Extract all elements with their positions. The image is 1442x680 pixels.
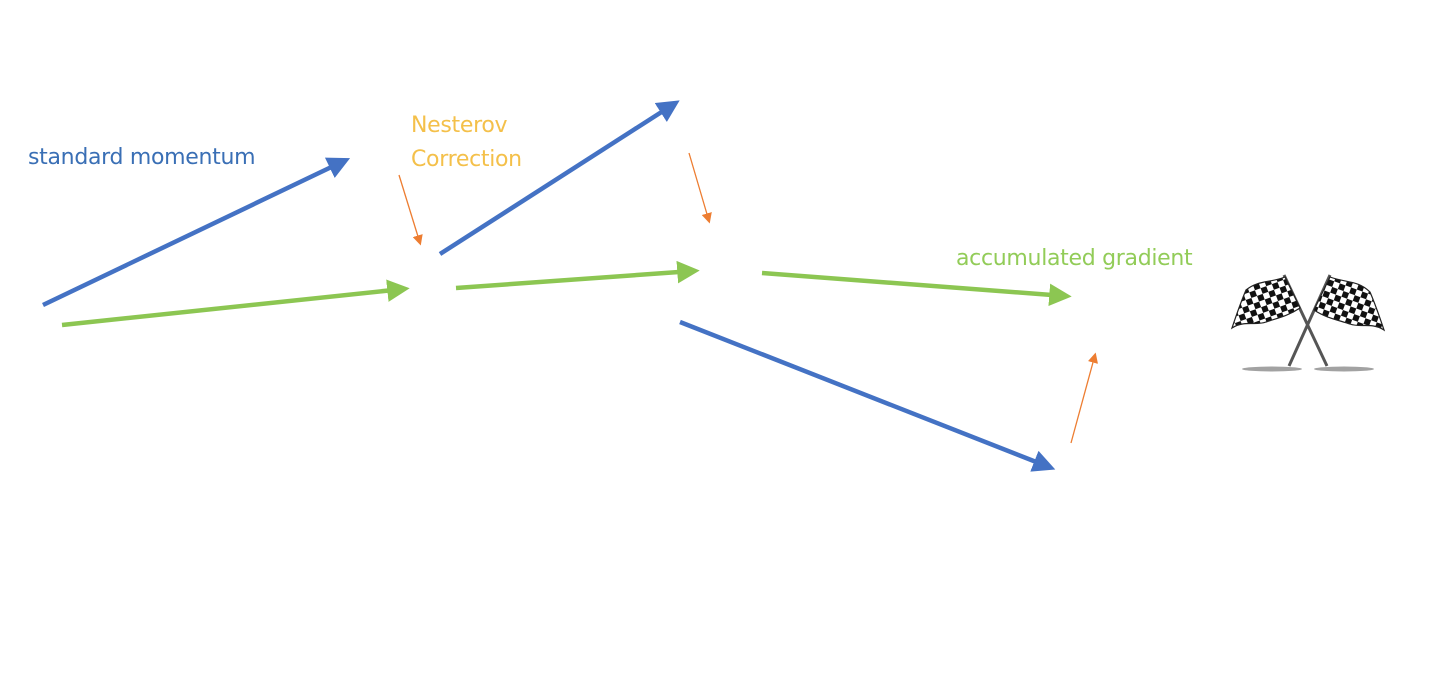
nesterov-correction-label-line2: Correction xyxy=(411,147,522,172)
gradient-arrow-3 xyxy=(761,270,1072,307)
gradient-arrow-2 xyxy=(455,260,700,291)
gradient-arrow-1 xyxy=(61,279,410,328)
momentum-arrows xyxy=(42,100,1056,472)
momentum-arrow-3 xyxy=(679,319,1056,472)
correction-arrow-3 xyxy=(1070,352,1098,444)
correction-arrow-1 xyxy=(398,174,423,246)
accumulated-gradient-label: accumulated gradient xyxy=(956,246,1193,271)
checkered-flags-icon xyxy=(1230,274,1386,372)
standard-momentum-label: standard momentum xyxy=(28,145,256,170)
gradient-arrows xyxy=(61,260,1072,328)
nesterov-correction-label-line1: Nesterov xyxy=(411,113,508,138)
momentum-arrow-2 xyxy=(438,100,680,256)
correction-arrow-2 xyxy=(688,152,712,224)
correction-arrows xyxy=(398,152,1098,444)
momentum-arrow-1 xyxy=(42,157,351,308)
